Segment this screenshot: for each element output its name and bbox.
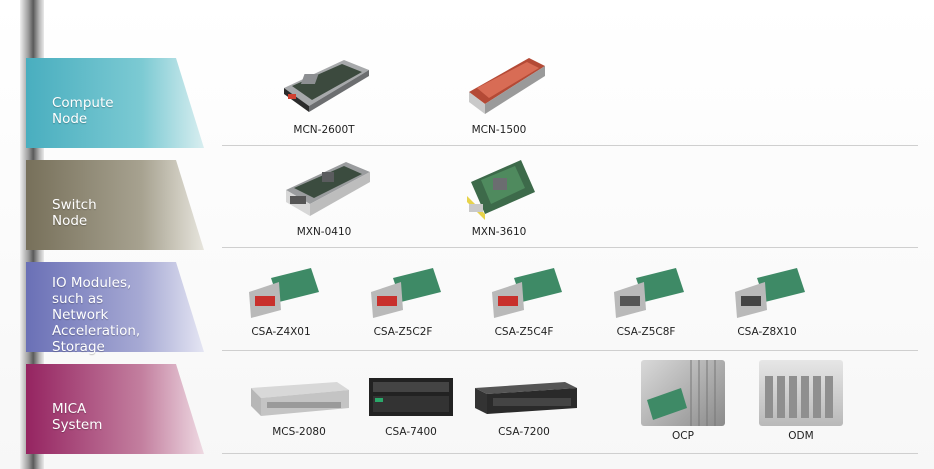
divider xyxy=(222,247,918,248)
product-image xyxy=(274,48,374,120)
product-card[interactable]: MCS-2080 xyxy=(244,372,354,438)
product-image xyxy=(606,262,686,322)
product-image xyxy=(363,262,443,322)
band-label-io: IO Modules, such as Network Acceleration… xyxy=(52,275,140,355)
product-card[interactable]: ODM xyxy=(746,360,856,442)
product-card[interactable]: CSA-7200 xyxy=(469,372,579,438)
product-card[interactable]: CSA-Z5C4F xyxy=(469,262,579,338)
product-label: ODM xyxy=(788,430,814,442)
product-image xyxy=(449,48,549,120)
product-card[interactable]: CSA-Z5C8F xyxy=(591,262,701,338)
product-label: MCN-1500 xyxy=(471,124,527,136)
band-label-compute: Compute Node xyxy=(52,95,114,127)
product-card[interactable]: MCN-2600T xyxy=(269,48,379,136)
product-image xyxy=(469,372,579,422)
product-label: CSA-7200 xyxy=(498,426,550,438)
band-label-io-line: such as Network xyxy=(52,291,109,323)
product-card[interactable]: CSA-Z8X10 xyxy=(712,262,822,338)
band-label-mica: MICA System xyxy=(52,401,103,433)
product-label: CSA-Z8X10 xyxy=(737,326,797,338)
product-card[interactable]: CSA-Z4X01 xyxy=(226,262,336,338)
product-card[interactable]: MXN-0410 xyxy=(269,152,379,238)
product-label: CSA-Z4X01 xyxy=(251,326,311,338)
product-image xyxy=(241,262,321,322)
product-label: MXN-0410 xyxy=(296,226,352,238)
product-card[interactable]: MXN-3610 xyxy=(444,152,554,238)
product-card[interactable]: CSA-Z5C2F xyxy=(348,262,458,338)
product-card[interactable]: MCN-1500 xyxy=(444,48,554,136)
product-image xyxy=(727,262,807,322)
product-label: CSA-Z5C8F xyxy=(616,326,676,338)
product-card[interactable]: CSA-7400 xyxy=(356,372,466,438)
product-label: CSA-Z5C4F xyxy=(494,326,554,338)
product-image xyxy=(247,372,351,422)
divider xyxy=(222,350,918,351)
product-image xyxy=(449,152,549,222)
product-image xyxy=(274,152,374,222)
product-label: CSA-Z5C2F xyxy=(373,326,433,338)
product-label: MCN-2600T xyxy=(293,124,355,136)
band-label-io-line: Storage xyxy=(52,339,105,355)
band-label-switch: Switch Node xyxy=(52,197,97,229)
product-image xyxy=(641,360,725,426)
product-label: CSA-7400 xyxy=(385,426,437,438)
product-image xyxy=(484,262,564,322)
product-label: MXN-3610 xyxy=(471,226,527,238)
band-label-io-line: Acceleration, xyxy=(52,323,141,339)
product-label: OCP xyxy=(672,430,694,442)
product-image xyxy=(759,360,843,426)
divider xyxy=(222,453,918,454)
product-card[interactable]: OCP xyxy=(628,360,738,442)
product-image xyxy=(361,372,461,422)
product-label: MCS-2080 xyxy=(272,426,326,438)
band-label-io-line: IO Modules, xyxy=(52,275,132,291)
divider xyxy=(222,145,918,146)
